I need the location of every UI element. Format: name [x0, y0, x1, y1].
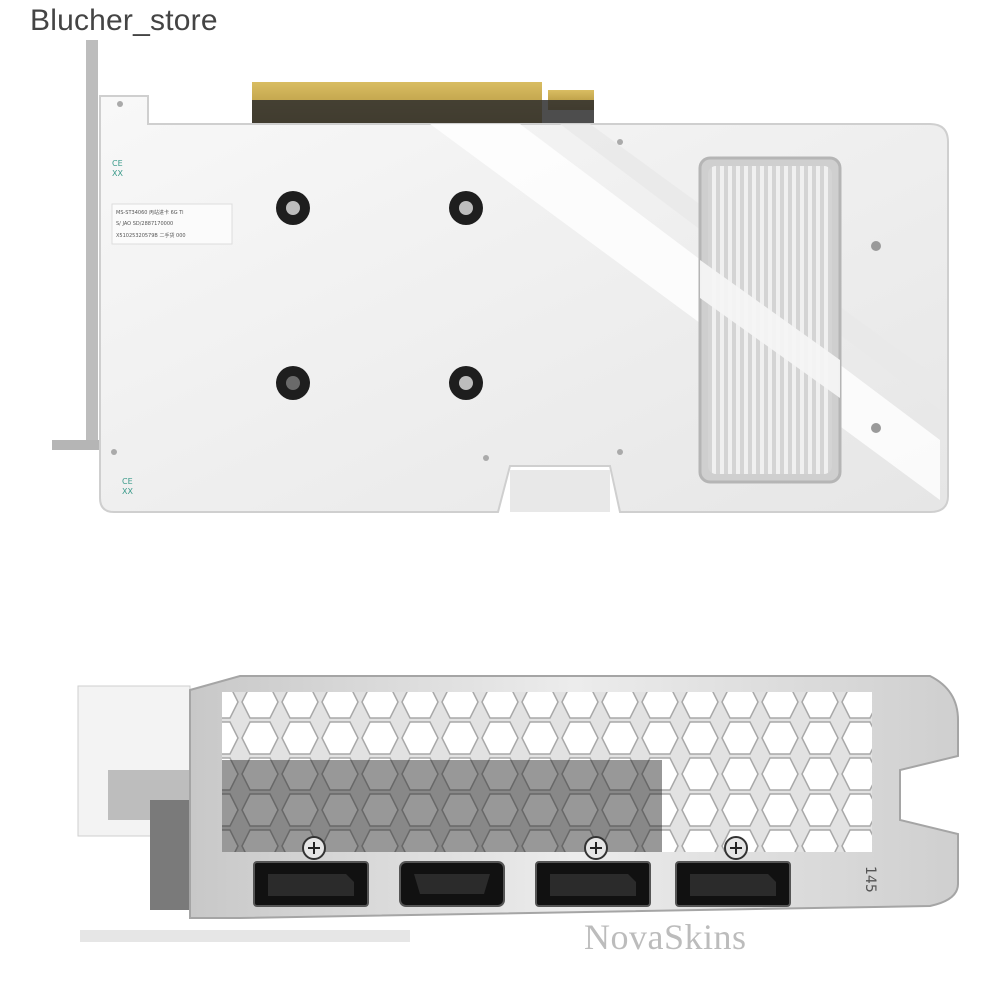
svg-text:CE: CE	[112, 159, 123, 168]
svg-text:CE: CE	[122, 477, 133, 486]
vent-honeycomb	[222, 692, 872, 852]
serial-sticker: MS-ST34060 丙站进卡 6G Ti S/ JAO SD/28871700…	[111, 203, 233, 245]
store-name-label: Blucher_store	[30, 4, 218, 37]
svg-text:XX: XX	[112, 169, 123, 178]
displayport-3	[675, 861, 791, 907]
heatsink-window	[698, 156, 842, 484]
sticker-line-2: S/ JAO SD/2887170000	[116, 221, 173, 227]
certification-logo-top: CE XX	[112, 159, 123, 178]
mounting-bracket-edge	[86, 40, 98, 450]
sticker-line-3: X51025320579B 二手货 000	[116, 232, 186, 239]
watermark-text: NovaSkins	[584, 917, 747, 957]
svg-text:XX: XX	[122, 487, 133, 496]
hdmi-port	[399, 861, 505, 907]
sticker-line-1: MS-ST34060 丙站进卡 6G Ti	[116, 209, 184, 216]
backplate-screws	[111, 101, 881, 461]
displayport-1	[253, 861, 369, 907]
bracket-marking: 145	[862, 866, 878, 893]
graphics-card-backplate-view: MS-ST34060 丙站进卡 6G Ti S/ JAO SD/28871700…	[52, 40, 949, 513]
port-screws	[302, 836, 748, 860]
displayport-2	[535, 861, 651, 907]
certification-logo-bottom: CE XX	[122, 477, 133, 496]
graphics-card-io-bracket-view: 145	[77, 675, 959, 942]
bracket-foot	[52, 440, 100, 450]
